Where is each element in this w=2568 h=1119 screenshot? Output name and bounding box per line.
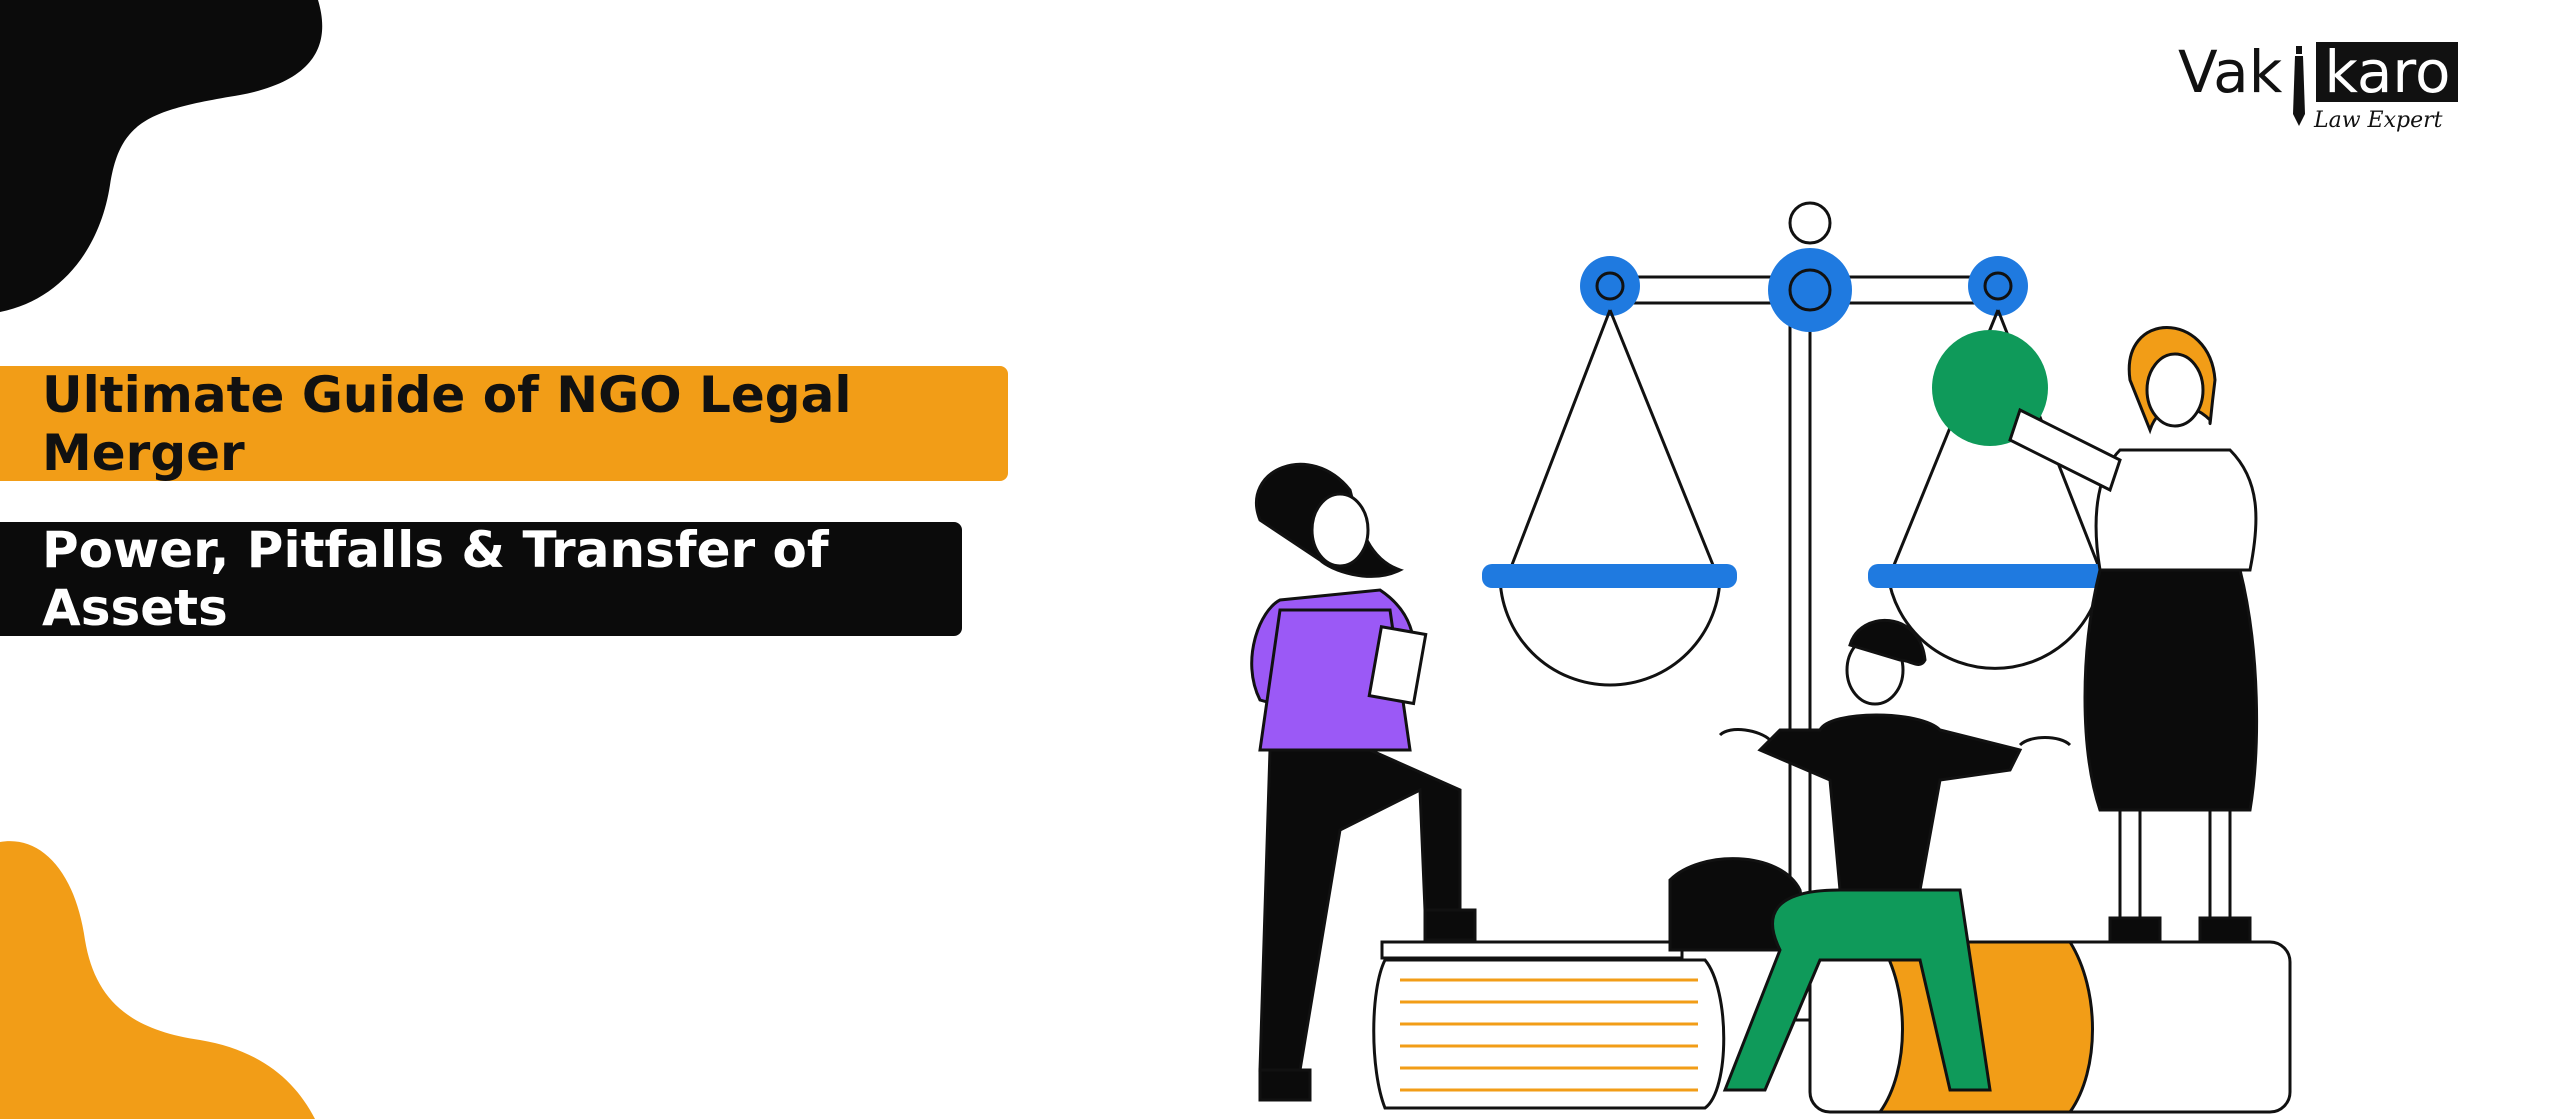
tie-icon — [2293, 46, 2305, 126]
left-pan-bar — [1482, 564, 1737, 588]
logo-wordmark: Vak karo — [2178, 38, 2459, 106]
vakilkaro-logo: Vak karo Law Expert — [2178, 38, 2468, 148]
subtitle-banner: Power, Pitfalls & Transfer of Assets — [0, 521, 962, 637]
book-left — [1372, 958, 1726, 1110]
logo-tagline: Law Expert — [2314, 108, 2443, 133]
subtitle-text: Power, Pitfalls & Transfer of Assets — [42, 521, 829, 637]
left-pan-bowl — [1498, 574, 1722, 687]
right-pan-bowl — [1886, 574, 2104, 670]
woman-right-torso — [2094, 448, 2258, 572]
logo-name-left: Vak — [2178, 38, 2283, 106]
legal-scales-illustration — [1250, 201, 2292, 1114]
black-corner-blob — [0, 0, 323, 312]
title-banner: Ultimate Guide of NGO Legal Merger — [0, 365, 1008, 482]
title-text: Ultimate Guide of NGO Legal Merger — [42, 365, 852, 482]
right-pan-bar — [1868, 564, 2123, 588]
woman-right-skirt — [2083, 568, 2259, 812]
logo-name-right: karo — [2316, 42, 2459, 102]
book-top — [1380, 940, 1684, 960]
orange-corner-blob — [0, 841, 315, 1119]
woman-center-legs — [1722, 888, 1992, 1092]
woman-center-torso — [1757, 713, 2023, 892]
